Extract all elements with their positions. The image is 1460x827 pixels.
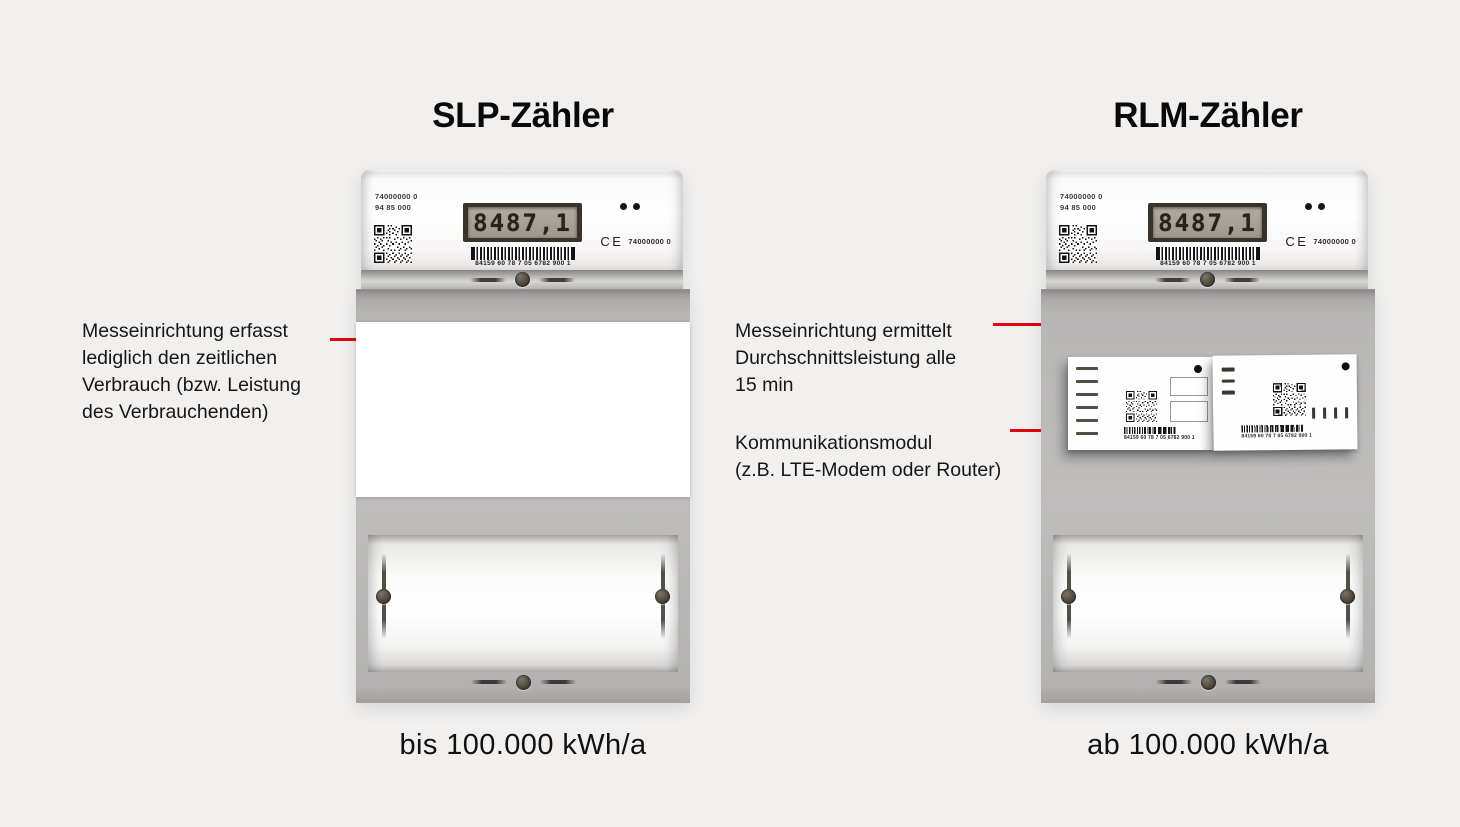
qr-code-icon xyxy=(1059,224,1097,264)
serial-line-1: 74000000 0 xyxy=(375,192,418,201)
meter-terminal-cover xyxy=(1053,535,1363,672)
slot-line-icon xyxy=(538,277,575,282)
barcode-icon xyxy=(471,247,575,260)
barcode-number: 84159 60 78 7 05 6782 900 1 xyxy=(1241,432,1313,440)
screw-icon xyxy=(376,589,391,604)
barcode-icon xyxy=(1156,247,1260,260)
vent-slots-icon xyxy=(1076,367,1098,445)
rlm-annotation-measurement: Messeinrichtung ermittelt Durchschnittsl… xyxy=(735,319,957,396)
meter-serial-numbers: 74000000 0 94 85 000 xyxy=(1060,191,1103,213)
screw-icon xyxy=(655,589,670,604)
terminal-screw xyxy=(1340,553,1355,639)
ce-marking: CE 74000000 0 xyxy=(1285,234,1356,249)
ce-logo: CE xyxy=(600,234,624,249)
communication-module-card: 84159 60 78 7 05 6782 900 1 xyxy=(1068,357,1213,450)
lte-modem-module-card: 84159 60 78 7 05 6782 900 1 xyxy=(1212,354,1358,451)
barcode-number: 84159 60 78 7 05 6782 900 1 xyxy=(1124,435,1195,441)
terminal-screw xyxy=(655,553,670,639)
contact-pins-icon xyxy=(1312,407,1349,419)
barcode-number: 84159 60 78 7 05 6782 900 1 xyxy=(475,260,571,267)
serial-line-1: 74000000 0 xyxy=(1060,192,1103,201)
ce-number: 74000000 0 xyxy=(1313,237,1356,246)
status-leds xyxy=(620,203,640,210)
screw-icon xyxy=(1200,674,1216,690)
screw-icon xyxy=(515,674,531,690)
slot-line-icon xyxy=(1154,277,1191,282)
rlm-caption: ab 100.000 kWh/a xyxy=(1087,729,1329,761)
screw-icon xyxy=(1340,589,1355,604)
meter-reading: 8487,1 xyxy=(473,208,572,237)
screw-icon xyxy=(1199,272,1215,287)
barcode: 84159 60 78 7 05 6782 900 1 xyxy=(1156,247,1260,267)
slp-meter-illustration: 74000000 0 94 85 000 8487,1 84159 60 78 … xyxy=(356,170,690,703)
meter-terminal-cover xyxy=(368,535,678,672)
led-dot-icon xyxy=(1318,203,1325,210)
led-dot-icon xyxy=(1194,365,1202,373)
meter-top-panel: 74000000 0 94 85 000 8487,1 84159 60 78 … xyxy=(361,170,683,270)
screw-icon xyxy=(1061,589,1076,604)
ce-marking: CE 74000000 0 xyxy=(600,234,671,249)
led-dot-icon xyxy=(633,203,640,210)
meter-top-panel: 74000000 0 94 85 000 8487,1 84159 60 78 … xyxy=(1046,170,1368,270)
slot-line-icon xyxy=(469,277,506,282)
meter-seal-band xyxy=(1046,270,1368,289)
qr-code-icon xyxy=(1126,391,1157,422)
lcd-display: 8487,1 xyxy=(1148,203,1267,242)
lcd-screen: 8487,1 xyxy=(1153,207,1262,238)
terminal-screw xyxy=(376,553,391,639)
serial-line-2: 94 85 000 xyxy=(1060,203,1097,212)
terminal-screw xyxy=(1061,553,1076,639)
barcode: 84159 60 78 7 05 6782 900 1 xyxy=(471,247,575,267)
slot-line-icon xyxy=(1223,277,1260,282)
meter-reading: 8487,1 xyxy=(1158,208,1257,237)
lcd-screen: 8487,1 xyxy=(468,207,577,238)
led-dot-icon xyxy=(1341,362,1350,371)
slot-line-icon xyxy=(539,680,576,684)
slp-caption: bis 100.000 kWh/a xyxy=(399,729,647,761)
barcode-icon xyxy=(1124,427,1176,434)
qr-code-icon xyxy=(374,224,412,264)
qr-code-icon xyxy=(1273,383,1306,416)
module-port-outlines xyxy=(1170,377,1208,422)
meter-lower-seal-band xyxy=(1041,667,1375,697)
blank-label-area xyxy=(356,322,690,497)
ce-number: 74000000 0 xyxy=(628,237,671,246)
ce-logo: CE xyxy=(1285,234,1309,249)
slot-line-icon xyxy=(1155,680,1192,684)
meter-serial-numbers: 74000000 0 94 85 000 xyxy=(375,191,418,213)
barcode-number: 84159 60 78 7 05 6782 900 1 xyxy=(1160,260,1256,267)
lcd-display: 8487,1 xyxy=(463,203,582,242)
rlm-title: RLM-Zähler xyxy=(1113,96,1303,136)
led-dot-icon xyxy=(1305,203,1312,210)
slp-annotation: Messeinrichtung erfasst lediglich den ze… xyxy=(82,319,301,423)
meter-seal-band xyxy=(361,270,683,289)
screw-icon xyxy=(514,272,530,287)
vent-slots-icon xyxy=(1221,367,1235,403)
slp-title: SLP-Zähler xyxy=(432,96,614,136)
meter-lower-seal-band xyxy=(356,667,690,697)
status-leds xyxy=(1305,203,1325,210)
barcode-icon xyxy=(1241,424,1304,433)
led-dot-icon xyxy=(620,203,627,210)
serial-line-2: 94 85 000 xyxy=(375,203,412,212)
rlm-annotation-module: Kommunikationsmodul (z.B. LTE-Modem oder… xyxy=(735,431,1002,481)
slot-line-icon xyxy=(1224,680,1261,684)
slot-line-icon xyxy=(470,680,507,684)
rlm-meter-illustration: 74000000 0 94 85 000 8487,1 84159 60 78 … xyxy=(1041,170,1375,703)
